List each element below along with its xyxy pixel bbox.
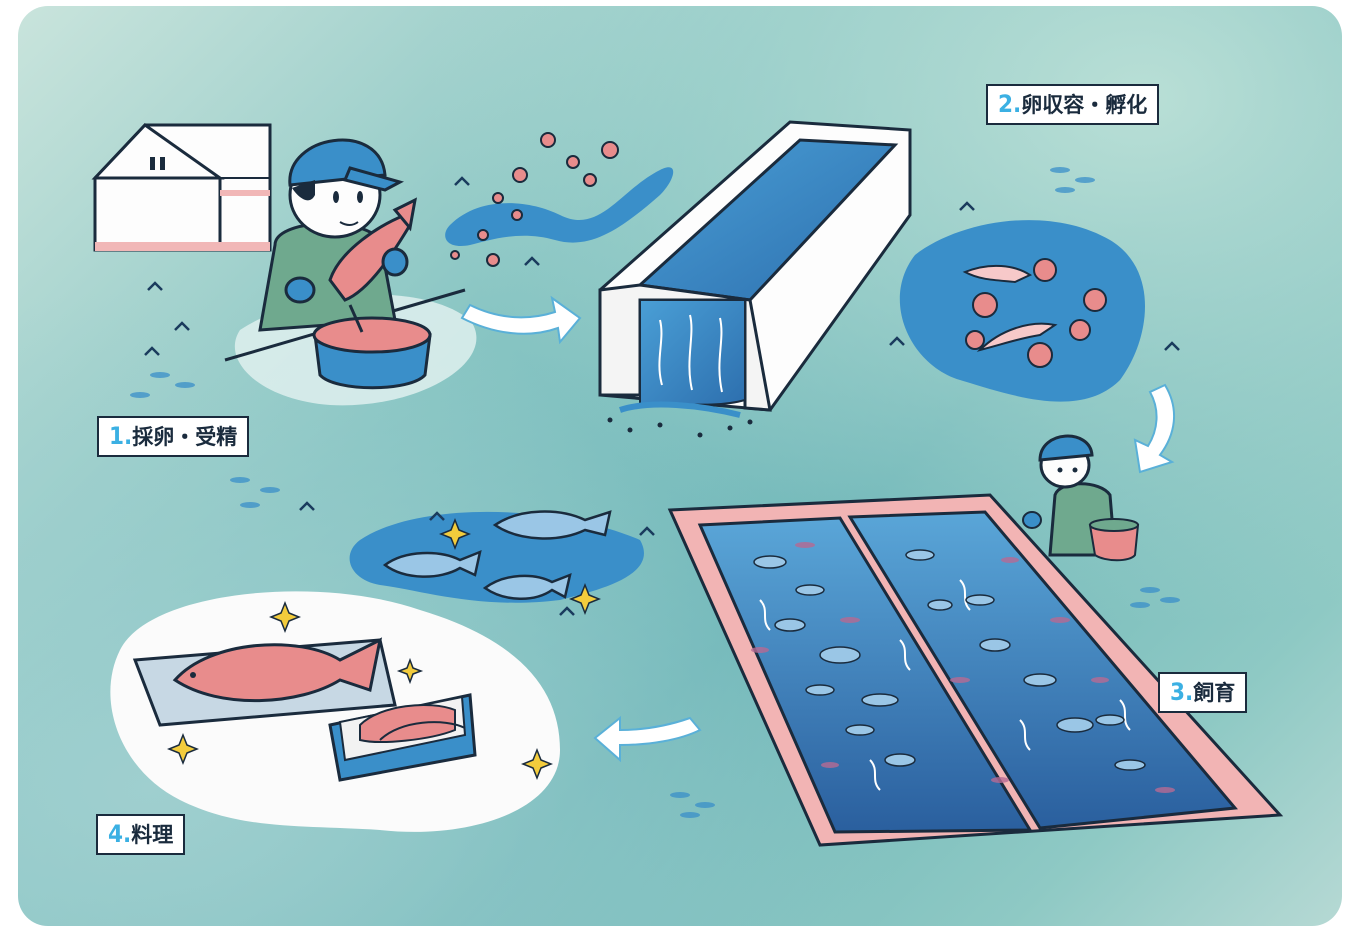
worker-feeding <box>1023 436 1138 560</box>
step-1-number: 1. <box>109 422 132 450</box>
rearing-ponds <box>670 495 1280 845</box>
hatchery-building <box>95 125 270 251</box>
hatching-eggs-blob <box>900 220 1145 402</box>
eggs-floating <box>451 133 618 266</box>
step-2-text: 卵収容・孵化 <box>1021 93 1147 117</box>
flow-arrow-3-to-4 <box>595 718 700 760</box>
swimming-salmon-group <box>350 512 644 603</box>
step-4-label: 4.料理 <box>96 814 185 855</box>
hatching-trough <box>600 122 910 438</box>
step-2-number: 2. <box>998 90 1021 118</box>
flow-arrow-2-to-3 <box>1135 385 1174 472</box>
step-4-number: 4. <box>108 820 131 848</box>
step-3-text: 飼育 <box>1193 681 1235 705</box>
step-3-label: 3.飼育 <box>1158 672 1247 713</box>
step-4-text: 料理 <box>131 823 173 847</box>
flow-arrow-1-to-2 <box>462 298 580 342</box>
step-2-label: 2.卵収容・孵化 <box>986 84 1159 125</box>
step-1-text: 採卵・受精 <box>132 425 237 449</box>
step-1-label: 1.採卵・受精 <box>97 416 249 457</box>
step-3-number: 3. <box>1170 678 1193 706</box>
